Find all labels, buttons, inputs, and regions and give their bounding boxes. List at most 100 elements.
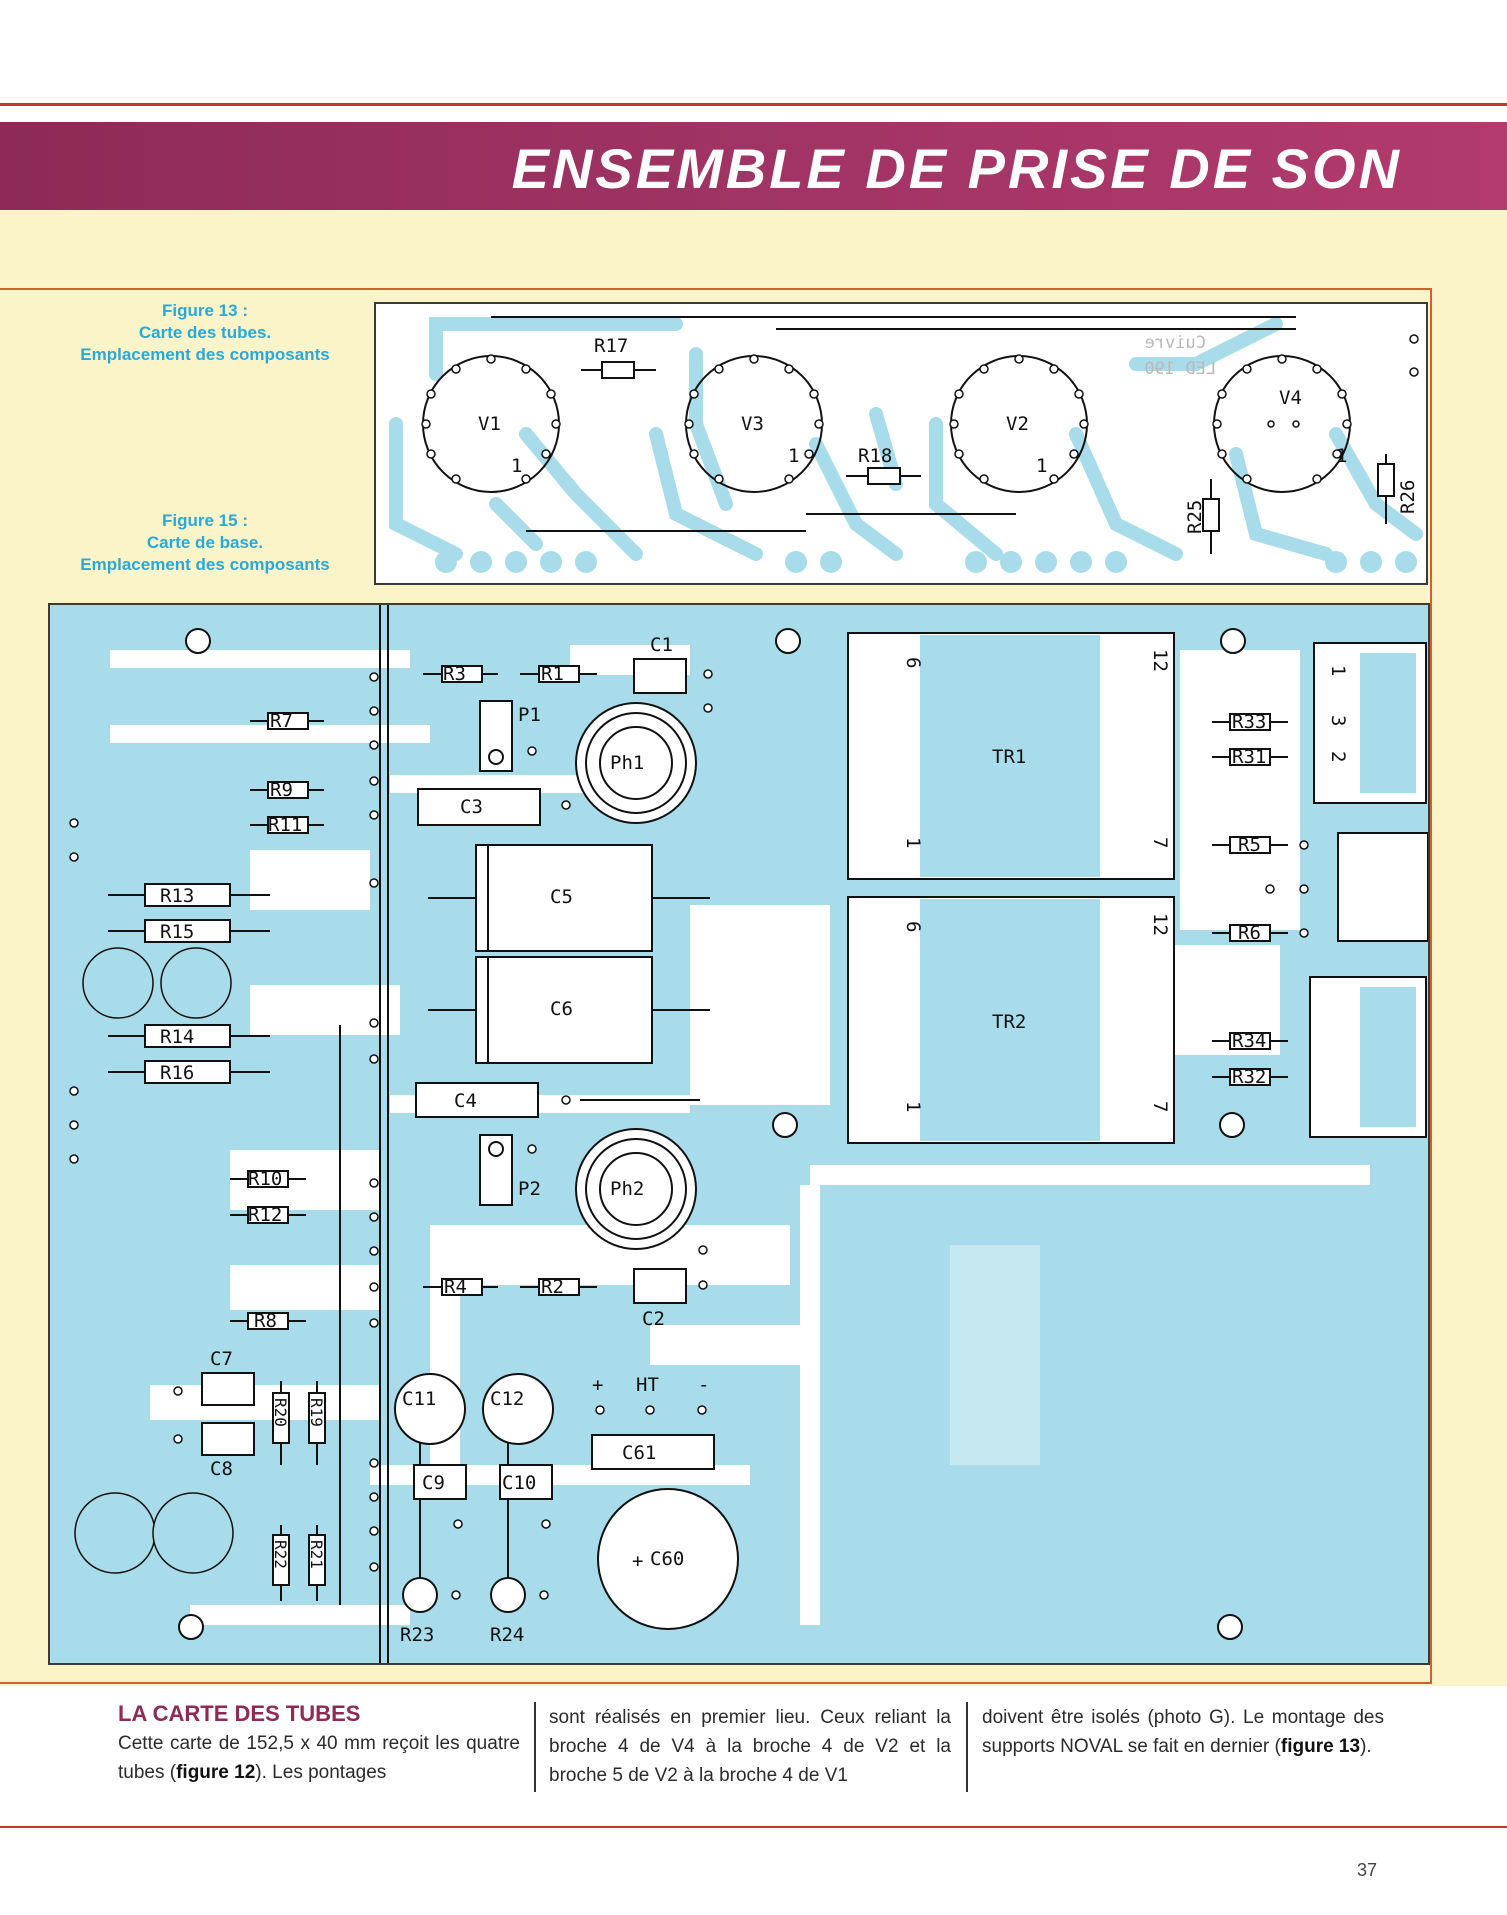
resistor-label-r8: R8 — [254, 1310, 277, 1332]
article-column-1: LA CARTE DES TUBES Cette carte de 152,5 … — [118, 1701, 520, 1787]
trimmer-label-r24: R24 — [490, 1624, 524, 1646]
resistor-label-r1: R1 — [541, 663, 564, 685]
resistor-label-r17: R17 — [594, 335, 628, 357]
figure13-subtitle: Emplacement des composants — [80, 345, 330, 364]
capacitor-label-c60: C60 — [650, 1548, 684, 1570]
mounting-hole — [1220, 628, 1246, 654]
ht-label: HT — [636, 1374, 659, 1396]
header-banner: ENSEMBLE DE PRISE DE SON — [0, 122, 1507, 210]
figure15-subtitle: Emplacement des composants — [80, 555, 330, 574]
mounting-hole — [772, 1112, 798, 1138]
capacitor-c10 — [499, 1464, 553, 1500]
resistor-label-r25: R25 — [1184, 500, 1206, 534]
capacitor-label-c9: C9 — [422, 1472, 445, 1494]
tube-label-v1: V1 — [478, 413, 501, 435]
v4-pin1-label: 1 — [1336, 445, 1347, 467]
capacitor-c3 — [417, 788, 541, 826]
v1-pin1-label: 1 — [511, 455, 522, 477]
phone-label-ph2: Ph2 — [610, 1178, 644, 1200]
pot-label-p2: P2 — [518, 1178, 541, 1200]
mirror-text-led: LED 190 — [1144, 359, 1216, 379]
mounting-hole — [185, 628, 211, 654]
c60-plus-label: + — [632, 1550, 643, 1572]
connector-pin1-label: 1 — [1327, 665, 1349, 676]
tr1-pin6-label: 6 — [902, 657, 924, 668]
resistor-label-r12: R12 — [248, 1204, 282, 1226]
resistor-label-r26: R26 — [1397, 480, 1419, 514]
capacitor-c8 — [201, 1422, 255, 1456]
trimmer-label-r23: R23 — [400, 1624, 434, 1646]
resistor-label-r5: R5 — [1238, 834, 1261, 856]
capacitor-label-c6: C6 — [550, 998, 573, 1020]
figure13-title: Carte des tubes. — [138, 323, 272, 342]
capacitor-label-c4: C4 — [454, 1090, 477, 1112]
tube-socket-v4 — [1213, 355, 1351, 493]
resistor-label-r10: R10 — [248, 1168, 282, 1190]
resistor-label-r16: R16 — [160, 1062, 194, 1084]
tube-label-v4: V4 — [1279, 387, 1302, 409]
figure15-title: Carte de base. — [146, 533, 264, 552]
capacitor-label-c3: C3 — [460, 796, 483, 818]
capacitor-c60 — [597, 1488, 739, 1630]
capacitor-c9 — [413, 1464, 467, 1500]
column-separator — [534, 1702, 536, 1792]
capacitor-label-c5: C5 — [550, 886, 573, 908]
capacitor-label-c10: C10 — [502, 1472, 536, 1494]
article-column-3: doivent être isolés (photo G). Le montag… — [982, 1703, 1384, 1761]
tube-board-svg: V1 V3 V2 V4 1 1 1 1 R17 R18 R25 R26 Cuiv… — [389, 316, 1423, 573]
figure13-caption: Figure 13 : Carte des tubes. Emplacement… — [50, 300, 360, 366]
base-board-svg: R3 R1 R7 R9 R11 R13 R15 R14 R16 R10 R12 … — [50, 605, 1428, 1663]
capacitor-label-c7: C7 — [210, 1348, 233, 1370]
bottom-rule — [0, 1826, 1507, 1828]
capacitor-c61 — [591, 1434, 715, 1470]
resistor-label-r20: R20 — [271, 1398, 290, 1427]
capacitor-c2 — [633, 1268, 687, 1304]
resistor-label-r31: R31 — [1232, 746, 1266, 768]
capacitor-label-c8: C8 — [210, 1458, 233, 1480]
resistor-label-r11: R11 — [268, 814, 302, 836]
resistor-label-r14: R14 — [160, 1026, 194, 1048]
article-column-2: sont réalisés en premier lieu. Ceux reli… — [549, 1703, 951, 1790]
article-col3-end: ). — [1360, 1736, 1372, 1757]
tube-label-v3: V3 — [741, 413, 764, 435]
resistor-label-r2: R2 — [541, 1276, 564, 1298]
tr2-pin6-label: 6 — [902, 921, 924, 932]
resistor-label-r19: R19 — [307, 1398, 326, 1427]
page-number: 37 — [1356, 1860, 1377, 1880]
mirror-text-cuivre: Cuivre — [1145, 333, 1206, 353]
article-col1-text: Cette carte de 152,5 x 40 mm reçoit les … — [118, 1733, 520, 1783]
tube-label-v2: V2 — [1006, 413, 1029, 435]
resistor-label-r3: R3 — [443, 663, 466, 685]
resistor-label-r15: R15 — [160, 921, 194, 943]
tube-board-diagram: V1 V3 V2 V4 1 1 1 1 R17 R18 R25 R26 Cuiv… — [374, 302, 1428, 585]
capacitor-c1 — [633, 658, 687, 694]
tr1-pin1-label: 1 — [902, 837, 924, 848]
article-col2-text: sont réalisés en premier lieu. Ceux reli… — [549, 1707, 951, 1786]
ht-plus-label: + — [592, 1374, 603, 1396]
v3-pin1-label: 1 — [788, 445, 799, 467]
figure-frame — [0, 288, 1432, 1684]
top-rule — [0, 103, 1507, 106]
column-separator — [966, 1702, 968, 1792]
base-board-diagram: R3 R1 R7 R9 R11 R13 R15 R14 R16 R10 R12 … — [48, 603, 1430, 1665]
capacitor-c7 — [201, 1372, 255, 1406]
resistor-label-r9: R9 — [270, 779, 293, 801]
resistor-label-r7: R7 — [270, 710, 293, 732]
article-col3-text: doivent être isolés (photo G). Le montag… — [982, 1707, 1384, 1757]
connector-pin3-label: 3 — [1327, 715, 1349, 726]
tr2-pin7-label: 7 — [1149, 1101, 1171, 1112]
resistor-label-r32: R32 — [1232, 1066, 1266, 1088]
capacitor-label-c11: C11 — [402, 1388, 436, 1410]
resistor-label-r21: R21 — [307, 1540, 326, 1569]
figure13-reference: figure 13 — [1280, 1736, 1361, 1757]
resistor-label-r18: R18 — [858, 445, 892, 467]
transformer-label-tr2: TR2 — [992, 1011, 1026, 1033]
figure13-number: Figure 13 : — [162, 301, 248, 320]
resistor-label-r22: R22 — [271, 1540, 290, 1569]
capacitor-c4 — [415, 1082, 539, 1118]
resistor-label-r34: R34 — [1232, 1030, 1266, 1052]
mounting-hole — [1219, 1112, 1245, 1138]
mounting-hole — [775, 628, 801, 654]
capacitor-label-c12: C12 — [490, 1388, 524, 1410]
article-col1-end: ). Les pontages — [255, 1762, 387, 1783]
